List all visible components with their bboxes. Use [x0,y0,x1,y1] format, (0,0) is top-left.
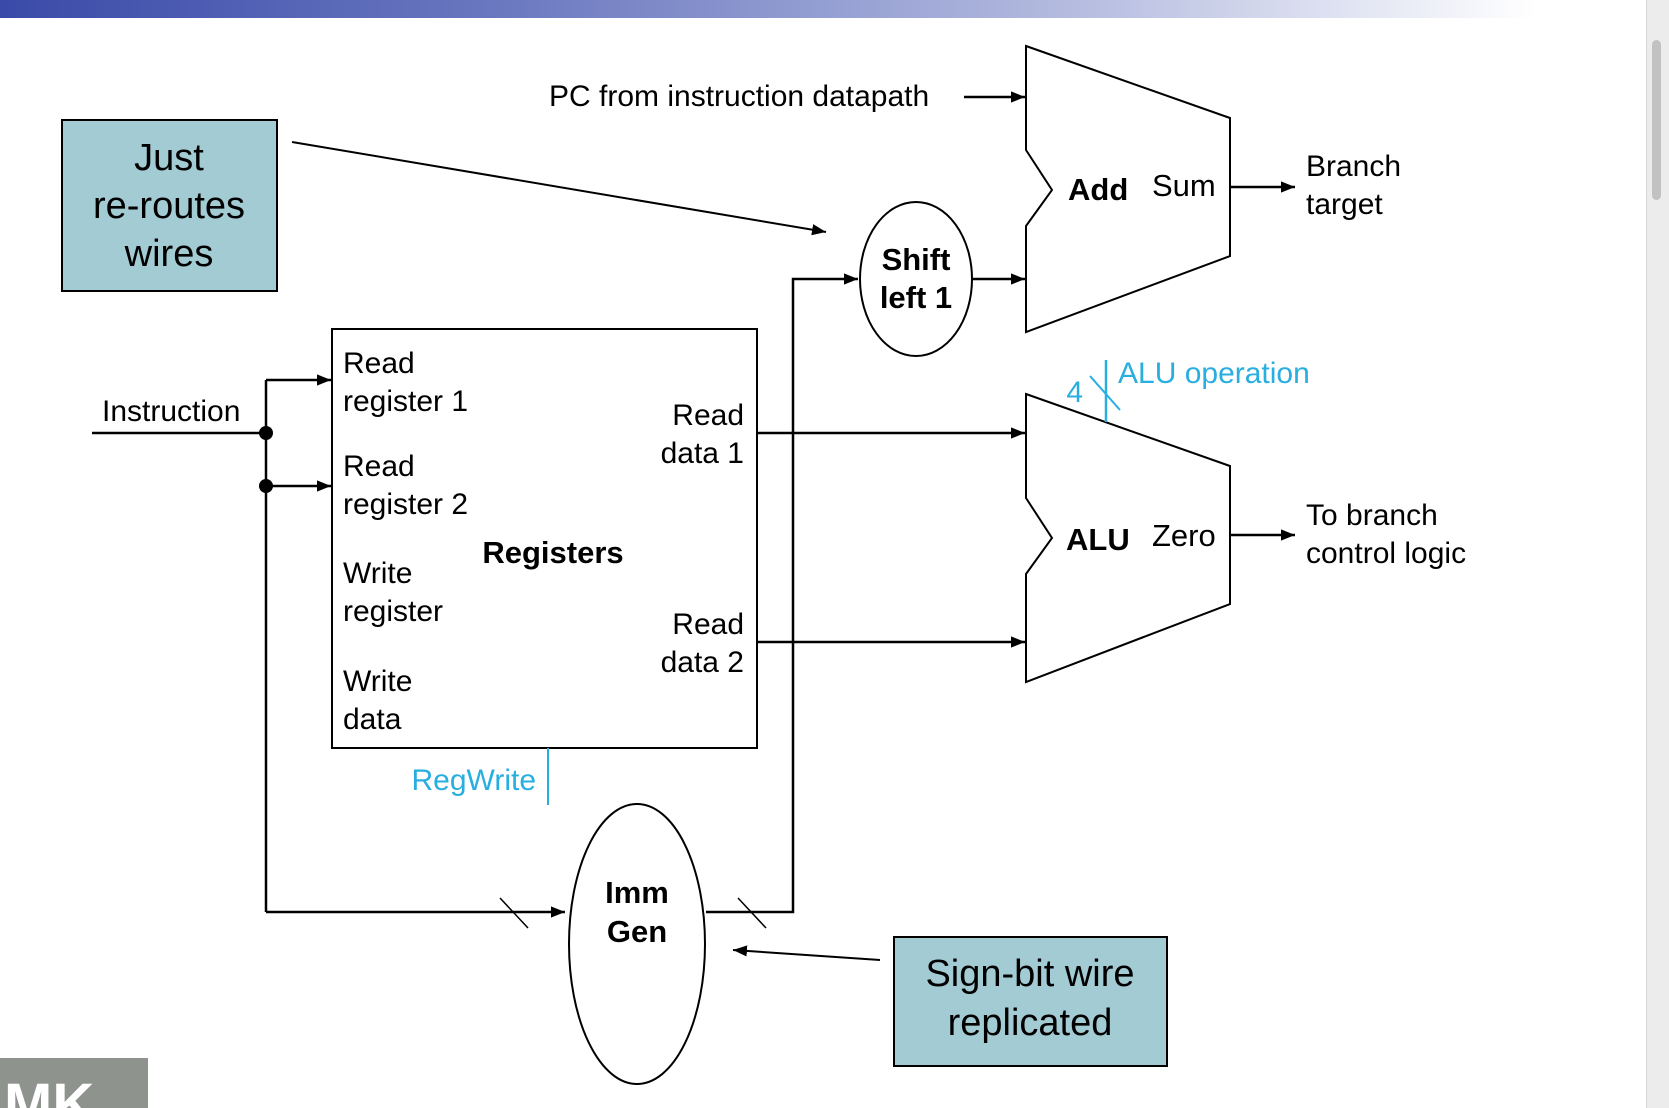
write-data-line2: data [343,703,402,736]
junction-dot-1 [259,426,273,440]
write-register-line1: Write [343,557,412,590]
add-unit-output: Sum [1152,168,1216,203]
junction-dot-2 [259,479,273,493]
immgen-to-shift-wire [706,273,858,914]
immgen-in-bus-tick [499,897,529,929]
alu-unit: ALU Zero [1025,392,1231,684]
scrollbar-thumb[interactable] [1652,40,1661,200]
alu-operation-label: ALU operation [1118,357,1310,390]
write-register-line2: register [343,595,443,628]
callout-signbit-line1: Sign-bit wire [925,953,1134,995]
alu-unit-name: ALU [1066,522,1130,557]
immgen-out-bus-tick [737,897,767,929]
callout-reroute-wires: Just re-routes wires [61,119,278,292]
read-register-2-line1: Read [343,450,415,483]
instruction-label: Instruction [102,395,240,428]
pc-input-label: PC from instruction datapath [549,80,929,113]
imm-gen-line2: Gen [607,914,667,949]
alu-operation-width: 4 [1066,376,1083,409]
imm-gen-unit: Imm Gen [568,803,706,1085]
write-data-line1: Write [343,665,412,698]
regwrite-label: RegWrite [412,764,536,797]
read-data-1-line2: data 1 [661,437,744,470]
read-register-2-line2: register 2 [343,488,468,521]
read-data-2-line2: data 2 [661,646,744,679]
to-branch-line2: control logic [1306,537,1466,570]
alu-operation-bus-tick [1089,375,1121,411]
add-unit-name: Add [1068,172,1128,207]
callout-reroute-line2: re-routes [93,185,245,227]
top-gradient-bar [0,0,1669,18]
registers-unit: Read register 1 Read register 2 Write re… [331,328,758,749]
imm-gen-line1: Imm [605,875,669,910]
callout-signbit-line2: replicated [948,1002,1113,1044]
shift-left-line1: Shift [882,242,951,277]
shift-left-line2: left 1 [880,280,952,315]
callout-reroute-line1: Just [134,137,204,179]
read-register-1-line1: Read [343,347,415,380]
branch-target-line1: Branch [1306,150,1401,183]
publisher-logo: MK [0,1058,148,1108]
shift-left-unit: Shift left 1 [859,201,973,357]
callout-signbit-arrow [732,945,881,961]
alu-unit-output: Zero [1152,518,1216,553]
registers-title: Registers [482,535,623,570]
read-data-2-line1: Read [672,608,744,641]
callout-reroute-line3: wires [124,233,214,275]
publisher-logo-text: MK [4,1072,95,1108]
read-register-1-line2: register 1 [343,385,468,418]
to-branch-line1: To branch [1306,499,1438,532]
vertical-scrollbar[interactable] [1646,0,1669,1108]
branch-target-line2: target [1306,188,1383,221]
callout-reroute-arrow [291,141,827,236]
read-data-1-line1: Read [672,399,744,432]
callout-signbit: Sign-bit wire replicated [893,936,1168,1067]
add-unit: Add Sum [1025,44,1231,334]
